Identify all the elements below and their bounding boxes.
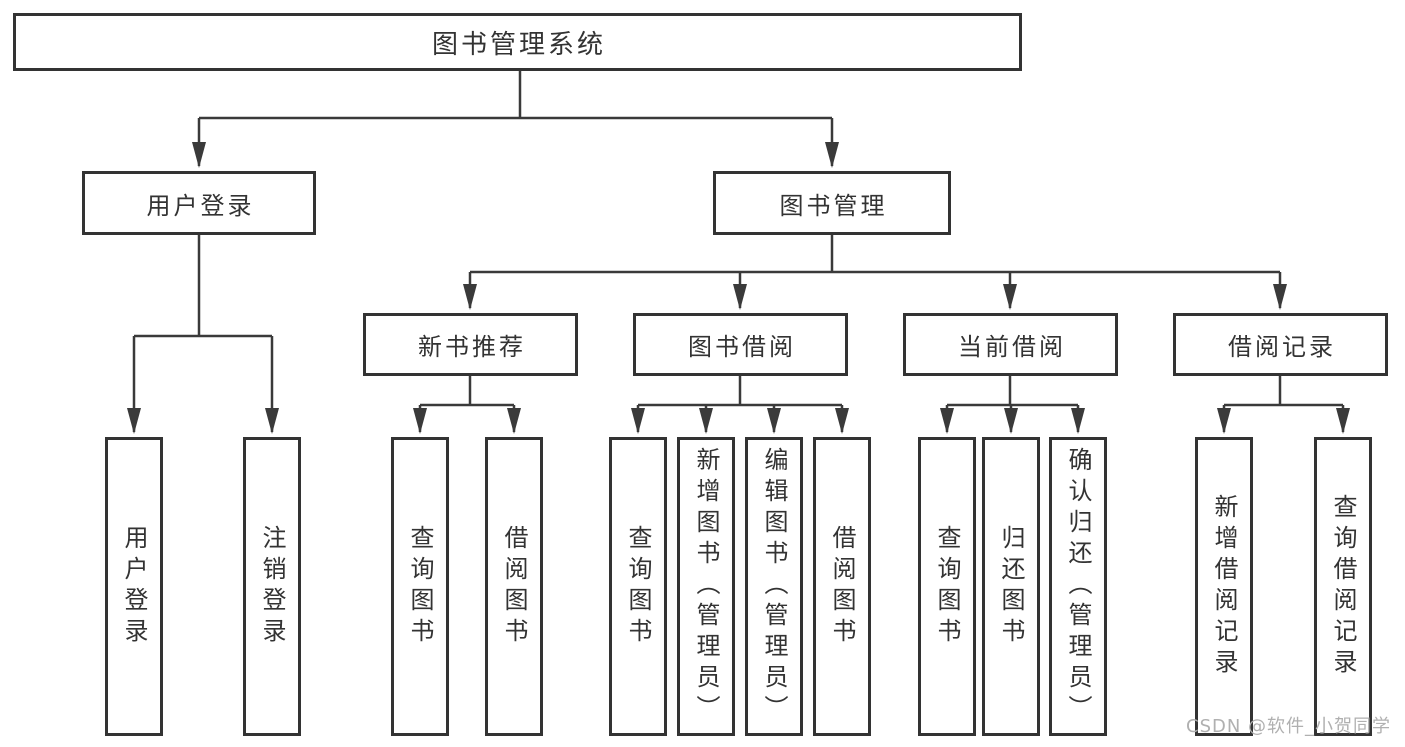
leaf-label: 查询图书: [406, 524, 434, 649]
leaf-borrow-borrow-books: 借阅图书: [813, 437, 871, 736]
node-book-management: 图书管理: [713, 171, 951, 235]
node-root-library-management-system: 图书管理系统: [13, 13, 1022, 71]
leaf-current-query-books: 查询图书: [918, 437, 976, 736]
leaf-label: 归还图书: [997, 524, 1025, 649]
leaf-label: 新增图书（管理员）: [692, 447, 720, 726]
node-label: 用户登录: [146, 191, 255, 220]
leaf-records-add-borrow-record: 新增借阅记录: [1195, 437, 1253, 736]
leaf-label: 查询图书: [624, 524, 652, 649]
leaf-recommend-borrow-books: 借阅图书: [485, 437, 543, 736]
node-label: 图书管理系统: [431, 29, 606, 60]
leaf-borrow-add-books-admin: 新增图书（管理员）: [677, 437, 735, 736]
node-current-borrow: 当前借阅: [903, 313, 1118, 376]
leaf-current-return-books: 归还图书: [982, 437, 1040, 736]
csdn-watermark: CSDN @软件_小贺同学: [1186, 716, 1392, 737]
leaf-label: 确认归还（管理员）: [1064, 447, 1092, 726]
leaf-user-login: 用户登录: [105, 437, 163, 736]
node-user-login: 用户登录: [82, 171, 316, 235]
leaf-label: 查询图书: [933, 524, 961, 649]
leaf-label: 借阅图书: [500, 524, 528, 649]
leaf-current-confirm-return-admin: 确认归还（管理员）: [1049, 437, 1107, 736]
leaf-label: 新增借阅记录: [1210, 493, 1238, 680]
node-label: 图书管理: [779, 191, 888, 220]
leaf-label: 查询借阅记录: [1329, 493, 1357, 680]
leaf-records-query-borrow-record: 查询借阅记录: [1314, 437, 1372, 736]
node-book-borrow: 图书借阅: [633, 313, 848, 376]
node-new-book-recommend: 新书推荐: [363, 313, 578, 376]
leaf-borrow-query-books: 查询图书: [609, 437, 667, 736]
leaf-label: 借阅图书: [828, 524, 856, 649]
leaf-borrow-edit-books-admin: 编辑图书（管理员）: [745, 437, 803, 736]
node-label: 借阅记录: [1228, 333, 1336, 361]
node-label: 图书借阅: [688, 333, 796, 361]
node-label: 当前借阅: [958, 333, 1066, 361]
leaf-recommend-query-books: 查询图书: [391, 437, 449, 736]
leaf-label: 用户登录: [120, 524, 148, 649]
node-label: 新书推荐: [418, 333, 526, 361]
leaf-label: 注销登录: [258, 524, 286, 649]
leaf-logout: 注销登录: [243, 437, 301, 736]
node-borrow-records: 借阅记录: [1173, 313, 1388, 376]
leaf-label: 编辑图书（管理员）: [760, 447, 788, 726]
